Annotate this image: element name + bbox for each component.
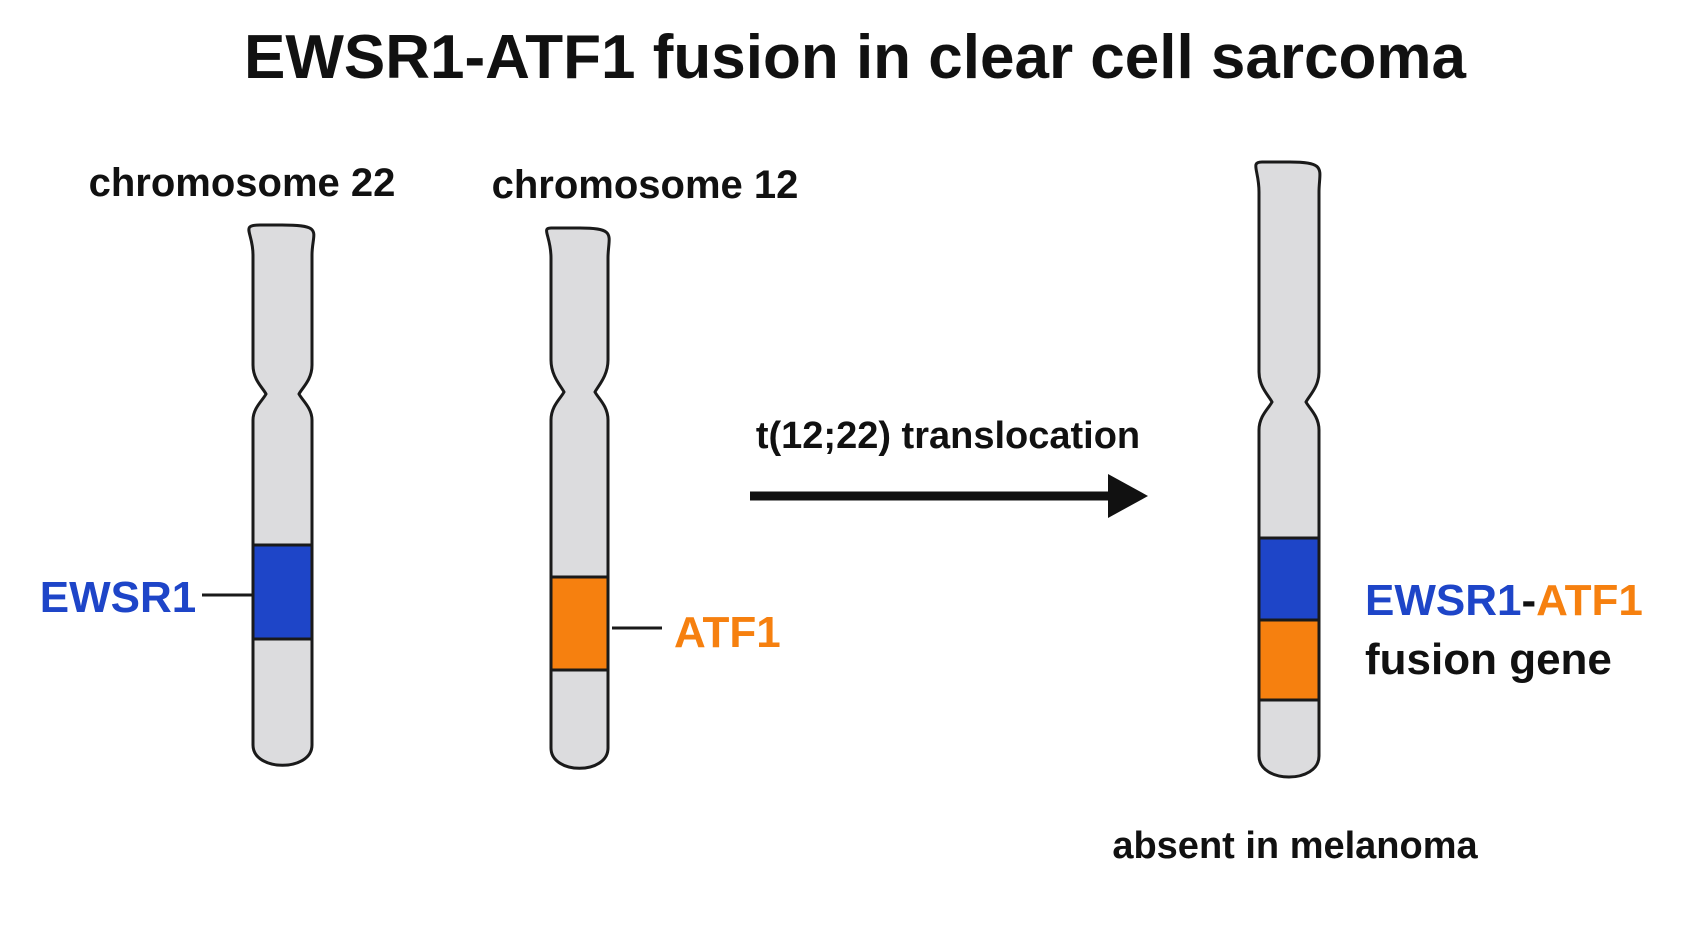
translocation-label: t(12;22) translocation (756, 415, 1140, 457)
absent-in-melanoma-note: absent in melanoma (1112, 825, 1478, 867)
chromosome-12-label: chromosome 12 (492, 163, 799, 207)
chromosome-12-body (545, 226, 611, 770)
diagram-title: EWSR1-ATF1 fusion in clear cell sarcoma (244, 23, 1467, 92)
ewsr1-band (251, 543, 314, 641)
translocation-arrow: t(12;22) translocation (750, 415, 1148, 518)
chromosome-22: chromosome 22 EWSR1 (40, 161, 396, 767)
atf1-band (549, 575, 610, 672)
fusion-gene-subtitle: fusion gene (1365, 635, 1612, 684)
fusion-ewsr1-part: EWSR1 (1365, 576, 1521, 625)
chromosome-22-label: chromosome 22 (89, 161, 396, 205)
fusion-separator: - (1521, 576, 1536, 625)
ewsr1-label: EWSR1 (40, 573, 196, 622)
fusion-ewsr1-band (1257, 536, 1321, 622)
arrow-head (1108, 474, 1148, 518)
fusion-chromosome: EWSR1-ATF1 fusion gene absent in melanom… (1112, 160, 1643, 867)
chromosome-12: chromosome 12 ATF1 (492, 163, 799, 770)
fusion-gene-label: EWSR1-ATF1 (1365, 576, 1643, 625)
fusion-atf1-part: ATF1 (1536, 576, 1643, 625)
atf1-label: ATF1 (674, 608, 781, 657)
fusion-atf1-band (1257, 618, 1321, 702)
chromosome-22-body (247, 223, 316, 767)
